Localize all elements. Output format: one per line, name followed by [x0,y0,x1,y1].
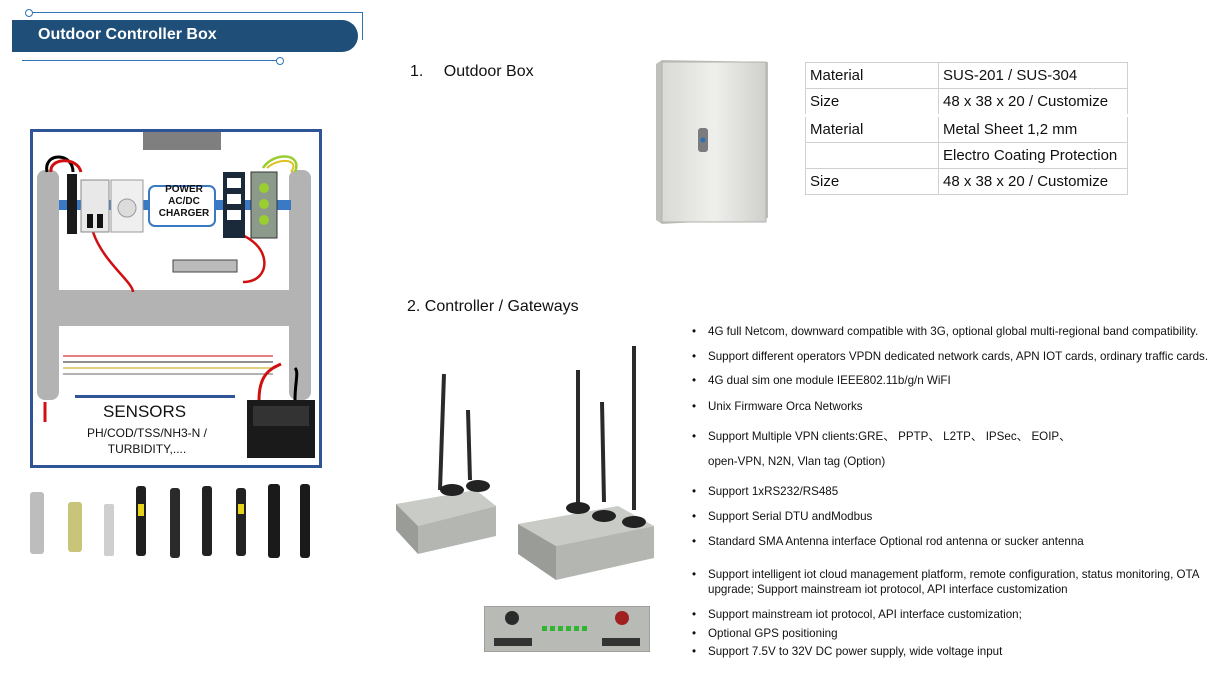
list-item: Support intelligent iot cloud management… [690,567,1210,597]
header-dot-right [276,57,284,65]
list-item: 4G full Netcom, downward compatible with… [690,324,1210,339]
wiring-diagram-drawing [37,132,315,458]
header-dot-left [25,9,33,17]
sensor-probes-image [30,484,310,558]
spec-table: Material SUS-201 / SUS-304 Size 48 x 38 … [805,62,1128,195]
outdoor-box-image [656,60,768,224]
spec-value: SUS-201 / SUS-304 [938,62,1128,89]
list-item: Support different operators VPDN dedicat… [690,349,1210,364]
list-item: 4G dual sim one module IEEE802.11b/g/n W… [690,373,1210,388]
section-number: 1. [410,63,424,80]
list-item: Support Multiple VPN clients:GRE、 PPTP、 … [690,424,1078,474]
spec-value: Electro Coating Protection [938,142,1128,169]
header-banner [12,20,358,52]
list-item: Unix Firmware Orca Networks [690,399,1210,414]
spec-value: 48 x 38 x 20 / Customize [938,168,1128,195]
sensors-subtitle: PH/COD/TSS/NH3-N / TURBIDITY,.... [86,426,207,456]
gateway-router-image [396,346,654,580]
feature-list: 4G full Netcom, downward compatible with… [690,324,1210,659]
table-row: Size 48 x 38 x 20 / Customize [805,88,1128,116]
list-item: Support 7.5V to 32V DC power supply, wid… [690,644,1210,659]
header-top-line-end [362,12,363,40]
section-outdoor-box-title: 1. Outdoor Box [410,63,534,81]
list-item: Optional GPS positioning [690,626,1210,641]
spec-key: Size [805,88,939,116]
header-top-line [28,12,363,13]
section-controller-title: 2. Controller / Gateways [407,298,579,315]
header-bottom-line [22,60,280,61]
router-panel-image [484,606,650,652]
spec-key: Size [805,168,939,195]
table-row: Material Metal Sheet 1,2 mm [805,115,1128,143]
sensors-title: SENSORS [103,402,187,421]
list-item: Standard SMA Antenna interface Optional … [690,534,1210,549]
list-item: Support 1xRS232/RS485 [690,484,1210,499]
spec-key: Material [805,115,939,143]
spec-key [805,142,939,169]
page-title: Outdoor Controller Box [38,26,217,43]
spec-key: Material [805,62,939,89]
table-row: Electro Coating Protection [805,142,1128,169]
section-label: Outdoor Box [443,63,534,80]
spec-value: 48 x 38 x 20 / Customize [938,88,1128,116]
spec-value: Metal Sheet 1,2 mm [938,115,1128,143]
power-charger-label: POWER AC/DC CHARGER [158,184,210,219]
table-row: Material SUS-201 / SUS-304 [805,62,1128,89]
list-item: Support Serial DTU andModbus [690,509,1210,524]
table-row: Size 48 x 38 x 20 / Customize [805,168,1128,195]
wiring-diagram: POWER AC/DC CHARGER SENSORS PH/COD/TSS/N… [30,129,322,468]
list-item: Support mainstream iot protocol, API int… [690,607,1210,622]
